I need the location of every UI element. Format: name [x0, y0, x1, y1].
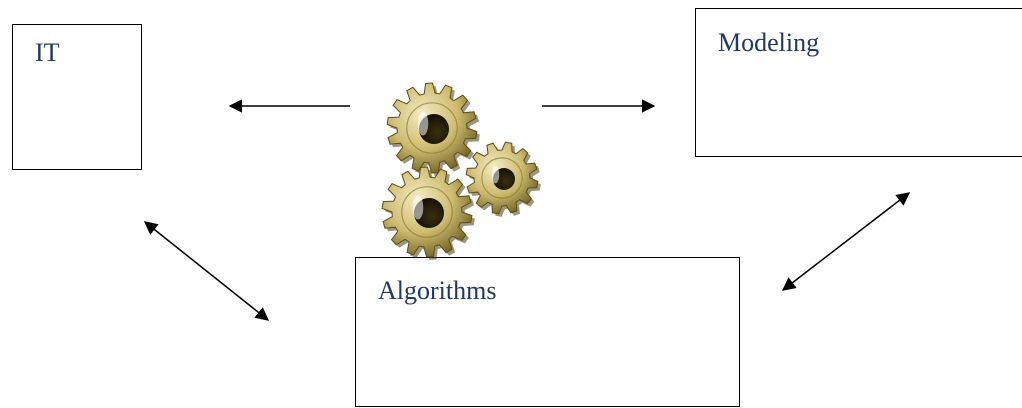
gear-top — [386, 82, 480, 176]
it-box: IT — [12, 24, 142, 170]
arrow-algorithms-modeling — [781, 192, 911, 291]
algorithms-box: Algorithms — [355, 257, 740, 407]
modeling-label: Modeling — [718, 28, 820, 57]
gear-right — [465, 141, 541, 217]
algorithms-label: Algorithms — [378, 276, 497, 305]
modeling-box: Modeling — [695, 8, 1022, 157]
gear-bottom — [381, 166, 475, 260]
arrow-it-algorithms — [143, 221, 270, 321]
it-label: IT — [35, 38, 60, 67]
